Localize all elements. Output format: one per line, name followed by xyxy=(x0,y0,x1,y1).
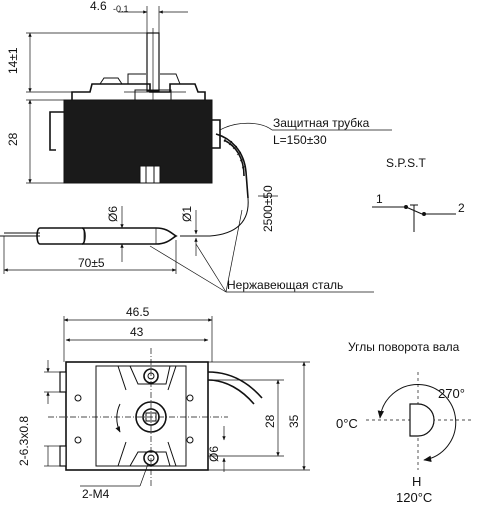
terminal-slot xyxy=(139,165,161,184)
dim-body-width: 43 xyxy=(130,325,144,339)
rotation-title: Углы поворота вала xyxy=(348,340,460,354)
terminal-left-top xyxy=(59,371,67,393)
switch-title: S.P.S.T xyxy=(386,156,426,170)
label-h: H xyxy=(412,474,421,489)
dim-shaft-width-tol: -0.1 xyxy=(113,4,129,14)
switch-symbol: S.P.S.T 1 2 xyxy=(372,156,465,232)
dim-height-inner: 28 xyxy=(263,414,277,428)
angle-max: 270° xyxy=(438,386,465,401)
callout-tube-length: L=150±30 xyxy=(273,133,327,147)
callout-tube-title: Защитная трубка xyxy=(273,116,370,130)
dim-terminals: 2-6.3x0.8 xyxy=(17,416,31,466)
sensor-bulb xyxy=(36,227,178,245)
shaft-d-profile xyxy=(409,403,435,437)
switch-terminal-1: 1 xyxy=(376,192,383,206)
temp-h: 120°C xyxy=(396,490,432,505)
dim-height-outer: 35 xyxy=(287,414,301,428)
rotation-arc xyxy=(377,384,457,462)
angle-zero: 0°C xyxy=(336,416,358,431)
thermostat-body xyxy=(63,99,213,184)
side-view: 4.6 -0.1 14±1 28 Защитная трубка xyxy=(0,0,392,293)
callout-screws: 2-M4 xyxy=(82,487,110,501)
callout-stainless-steel: Нержавеющая сталь xyxy=(227,278,343,292)
switch-terminal-2: 2 xyxy=(458,201,465,215)
dim-shaft-height: 14±1 xyxy=(6,47,20,74)
terminal-left-bottom xyxy=(59,445,67,467)
dim-body-height: 28 xyxy=(6,132,20,146)
dim-bulb-dia: Ø6 xyxy=(106,206,120,222)
rotation-diagram: Углы поворота вала 270° 0°C H 120°C xyxy=(336,340,472,505)
dim-capillary-length: 2500±50 xyxy=(261,185,275,232)
dim-capillary-dia: Ø1 xyxy=(180,206,194,222)
dim-overall-width: 46.5 xyxy=(126,305,150,319)
protective-tube xyxy=(215,133,249,199)
capillary-tube xyxy=(180,197,249,237)
front-body xyxy=(65,361,209,471)
dim-hole-dia: Ø6 xyxy=(207,446,221,462)
dim-shaft-width: 4.6 xyxy=(90,0,107,13)
dim-bulb-length: 70±5 xyxy=(78,256,105,270)
front-view: 46.5 43 xyxy=(17,305,310,501)
